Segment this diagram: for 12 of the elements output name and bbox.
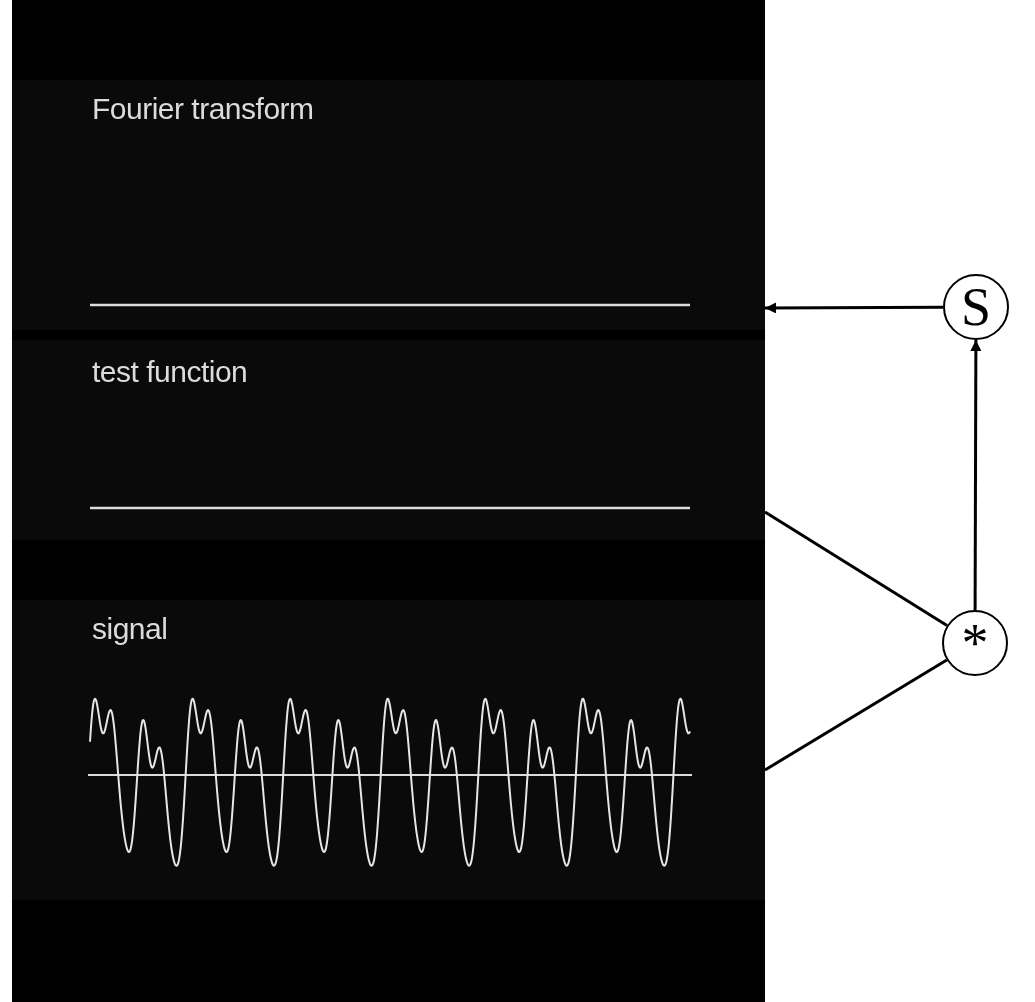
symbol-label: S (960, 280, 991, 334)
plot-label: test function (92, 355, 248, 389)
plot-label: signal (92, 612, 168, 646)
arrow (765, 302, 943, 314)
arrow (970, 340, 982, 610)
connector-line (764, 658, 948, 772)
connector-line (764, 510, 948, 627)
plot-strip (12, 600, 765, 900)
plot-label: Fourier transform (92, 92, 314, 126)
plot-strip (12, 340, 765, 540)
plot-strip (12, 80, 765, 330)
symbol-label: * (961, 616, 989, 670)
